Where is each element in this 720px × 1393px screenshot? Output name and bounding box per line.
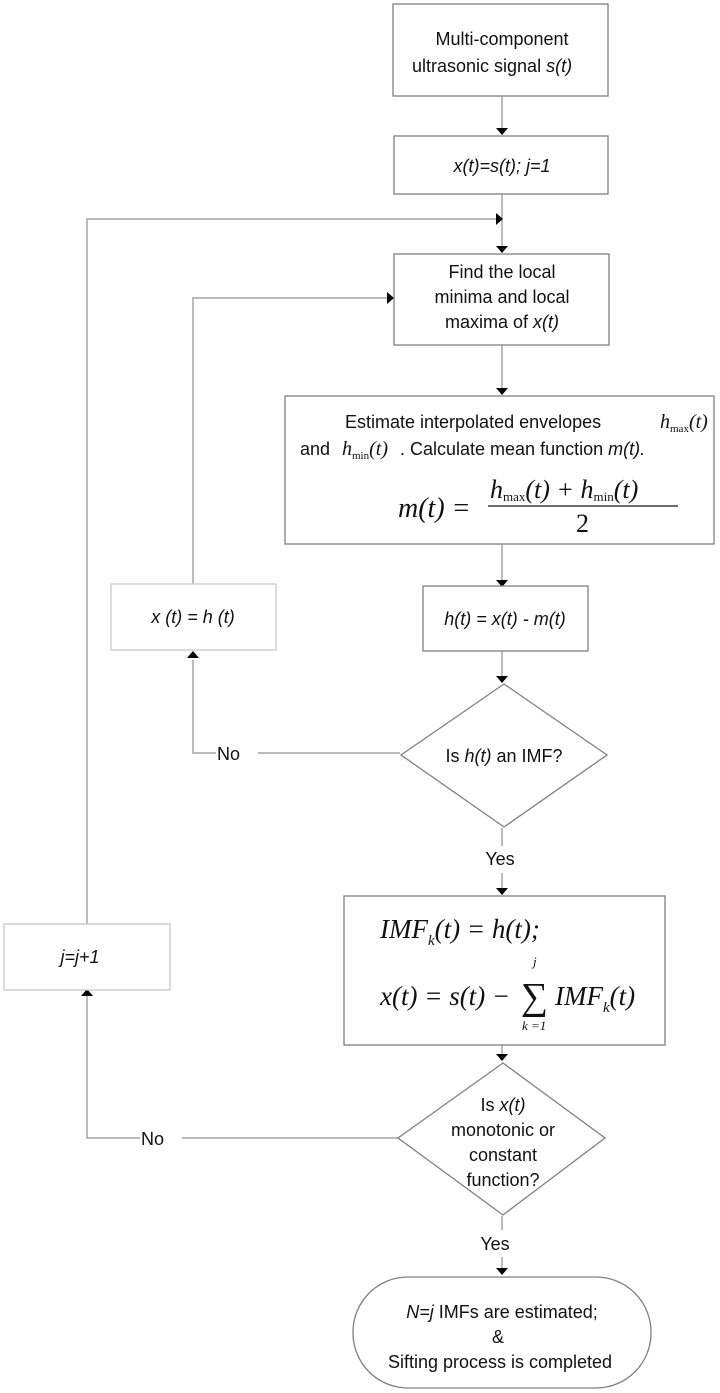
hmin-symbol: hmin(t) — [342, 438, 388, 462]
edge-imf-no-up — [192, 660, 216, 754]
node-is-imf: Is h(t) an IMF? — [399, 683, 609, 828]
connectors — [81, 96, 508, 1275]
increment-j-text: j=j+1 — [57, 947, 99, 967]
node-update-x: x (t) = h (t) — [110, 583, 277, 651]
arrowhead-icon — [496, 580, 508, 587]
label-mono-yes: Yes — [480, 1234, 509, 1254]
arrowhead-icon — [496, 128, 508, 135]
node-increment-j: j=j+1 — [3, 923, 171, 991]
summation-icon: ∑ — [521, 976, 548, 1018]
node-init: x(t)=s(t); j=1 — [393, 135, 609, 195]
arrowhead-icon — [496, 1268, 508, 1275]
end-line-2: & — [492, 1327, 504, 1347]
find-line-2: minima and local — [434, 287, 569, 307]
envelopes-line-2-rest: . Calculate mean function m(t). — [400, 439, 645, 459]
node-find-extrema: Find the local minima and local maxima o… — [393, 253, 610, 346]
arrowhead-icon — [496, 676, 508, 683]
end-line-1: N=j IMFs are estimated; — [406, 1302, 598, 1322]
start-line-2: ultrasonic signal s(t) — [412, 56, 572, 76]
node-is-monotonic: Is x(t) monotonic or constant function? — [396, 1062, 607, 1216]
mono-line-4: function? — [466, 1170, 539, 1190]
sum-lower: k =1 — [522, 1018, 546, 1033]
imf-line-1: IMFk(t) = h(t); — [379, 914, 540, 949]
label-imf-yes: Yes — [485, 849, 514, 869]
node-imf-assign: IMFk(t) = h(t); x(t) = s(t) − ∑ j k =1 I… — [343, 895, 666, 1046]
hmax-symbol: hmax(t) — [660, 411, 708, 435]
envelopes-line-2: and — [300, 439, 330, 459]
node-start: Multi-component ultrasonic signal s(t) — [392, 3, 609, 97]
arrowhead-icon — [496, 1054, 508, 1061]
mono-line-1: Is x(t) — [480, 1095, 525, 1115]
imf-line-2: x(t) = s(t) − — [379, 981, 510, 1011]
arrowhead-icon — [496, 888, 508, 895]
update-x-text: x (t) = h (t) — [150, 607, 235, 627]
node-compute-h: h(t) = x(t) - m(t) — [422, 585, 589, 652]
end-line-3: Sifting process is completed — [388, 1352, 612, 1372]
mono-line-3: constant — [469, 1145, 537, 1165]
edge-updatex-to-find — [192, 297, 387, 584]
node-end: N=j IMFs are estimated; & Sifting proces… — [352, 1276, 652, 1389]
mean-formula: m(t) = hmax(t) + hmin(t) 2 — [398, 475, 678, 538]
arrowhead-icon — [81, 989, 93, 996]
find-line-3: maxima of x(t) — [445, 312, 559, 332]
arrowhead-icon — [496, 213, 503, 225]
find-line-1: Find the local — [448, 262, 555, 282]
mono-line-2: monotonic or — [451, 1120, 555, 1140]
label-imf-no: No — [217, 744, 240, 764]
formula-denominator: 2 — [576, 509, 589, 538]
node-envelopes: Estimate interpolated envelopes hmax(t) … — [284, 395, 715, 545]
start-line-1: Multi-component — [435, 29, 568, 49]
init-text: x(t)=s(t); j=1 — [452, 156, 550, 176]
formula-numerator: hmax(t) + hmin(t) — [490, 475, 638, 504]
is-imf-text: Is h(t) an IMF? — [445, 746, 562, 766]
compute-h-text: h(t) = x(t) - m(t) — [444, 609, 565, 629]
arrowhead-icon — [187, 651, 199, 658]
edge-mono-no-up — [86, 996, 140, 1139]
sum-upper: j — [531, 954, 537, 969]
arrowhead-icon — [496, 246, 508, 253]
arrowhead-icon — [387, 292, 394, 304]
arrowhead-icon — [496, 388, 508, 395]
envelopes-line-1: Estimate interpolated envelopes — [345, 412, 601, 432]
edge-increment-to-loop — [86, 218, 496, 924]
label-mono-no: No — [141, 1129, 164, 1149]
formula-lhs: m(t) = — [398, 493, 471, 524]
imf-line-2-rhs: IMFk(t) — [554, 981, 635, 1016]
